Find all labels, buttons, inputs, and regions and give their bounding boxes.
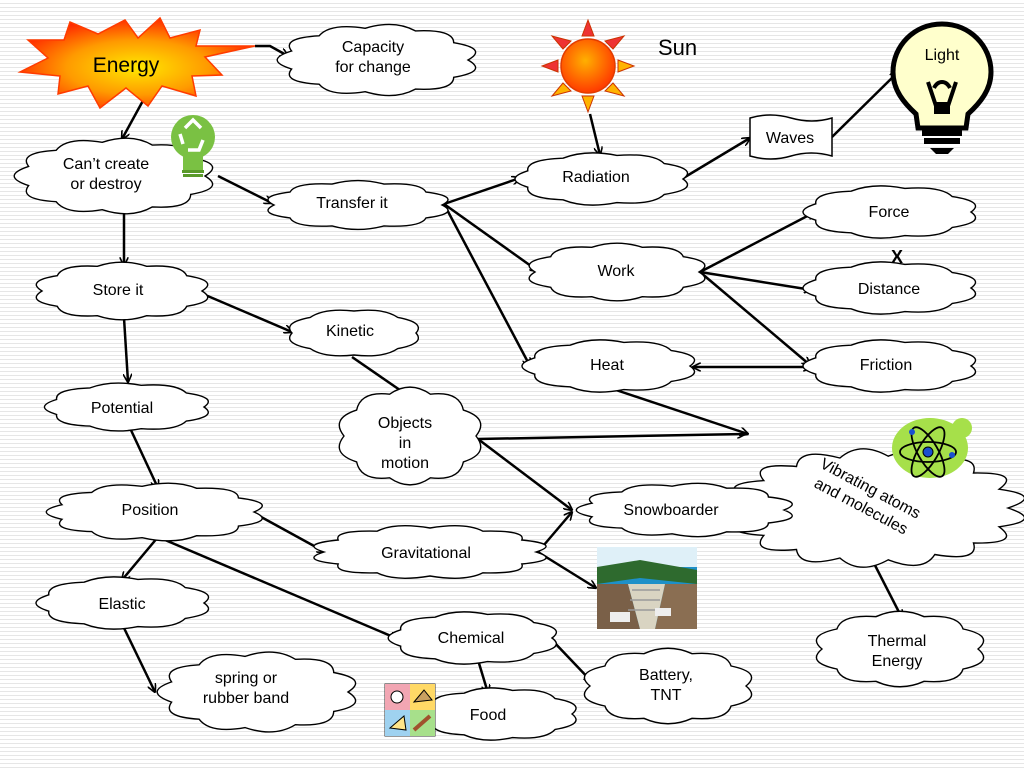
arrow-position-gravitational: [251, 510, 325, 552]
arrow-work-friction: [699, 271, 810, 365]
sun-icon: [540, 18, 636, 114]
energy-label: Energy: [93, 54, 160, 77]
gravitational-cloud: [313, 525, 547, 579]
heat-label: Heat: [590, 357, 624, 374]
arrow-gravitational-dam: [537, 550, 596, 588]
connector-arrows: [122, 44, 902, 693]
food-label: Food: [470, 707, 506, 724]
atom-icon: [892, 418, 972, 478]
arrow-energy-capacity: [255, 44, 288, 56]
work-cloud: [528, 242, 706, 302]
snowboarder-label: Snowboarder: [623, 502, 719, 519]
store-cloud: [35, 261, 209, 321]
light-bulb-icon: Light: [890, 21, 994, 154]
spring-cloud: [156, 651, 357, 733]
arrow-store-kinetic: [202, 292, 292, 332]
force-cloud: [802, 185, 977, 239]
distance-label: Distance: [858, 281, 920, 298]
gravitational-label: Gravitational: [381, 545, 471, 562]
arrow-objects-snowboarder: [477, 438, 572, 510]
radiation-label: Radiation: [562, 169, 630, 186]
cant-create-cloud: [13, 137, 214, 215]
position-label: Position: [122, 502, 179, 519]
elastic-cloud: [35, 576, 210, 630]
arrow-position-elastic: [122, 536, 159, 580]
arrow-heat-vibrating: [609, 386, 748, 434]
friction-label: Friction: [860, 357, 912, 374]
transfer-label: Transfer it: [316, 195, 388, 212]
arrow-transfer-heat: [442, 203, 530, 366]
elastic-label: Elastic: [98, 596, 145, 613]
potential-label: Potential: [91, 400, 153, 417]
light-label: Light: [925, 47, 960, 64]
kinetic-cloud: [288, 309, 420, 357]
arrow-work-force: [699, 212, 815, 274]
capacity-cloud: [276, 23, 477, 97]
arrow-objects-vibrating: [477, 434, 745, 441]
arrow-potential-position: [128, 427, 158, 488]
energy-starburst: Energy: [17, 16, 256, 110]
chemical-label: Chemical: [438, 630, 505, 647]
arrow-radiation-waves: [679, 138, 750, 182]
arrow-transfer-radiation: [443, 178, 520, 206]
dam-image: [597, 547, 697, 629]
position-cloud: [45, 482, 263, 542]
snowboarder-cloud: [575, 482, 793, 538]
waves-scroll: Waves: [749, 114, 833, 160]
arrow-work-distance: [699, 270, 812, 290]
work-label: Work: [597, 263, 635, 280]
heat-cloud: [521, 339, 696, 393]
objects-cloud: [338, 386, 482, 486]
friction-cloud: [802, 339, 977, 393]
food-grid-icon: [384, 683, 436, 737]
kinetic-label: Kinetic: [326, 323, 374, 340]
potential-cloud: [43, 382, 209, 432]
sun-label: Sun: [658, 35, 697, 60]
distance-cloud: [802, 261, 977, 315]
transfer-cloud: [267, 179, 449, 231]
arrow-cant-create-transfer: [217, 174, 272, 203]
arrow-transfer-work: [443, 202, 538, 271]
arrow-elastic-spring: [122, 627, 155, 692]
waves-label: Waves: [766, 130, 814, 147]
multiply-label: X: [891, 247, 903, 267]
arrow-store-potential: [122, 317, 128, 382]
thermal-cloud: [815, 610, 985, 688]
chemical-cloud: [387, 611, 557, 665]
force-label: Force: [869, 204, 910, 221]
arrow-waves-light: [831, 72, 898, 138]
arrow-position-chemical: [157, 535, 398, 639]
arrow-sun-radiation: [588, 113, 600, 155]
arrow-energy-cant-create: [122, 96, 147, 139]
radiation-cloud: [514, 152, 689, 206]
recycle-bulb-icon: [171, 115, 215, 177]
battery-cloud: [583, 647, 753, 725]
store-label: Store it: [93, 282, 144, 299]
battery-label: Battery,TNT: [639, 667, 693, 704]
cloud-shapes: [13, 23, 1024, 741]
